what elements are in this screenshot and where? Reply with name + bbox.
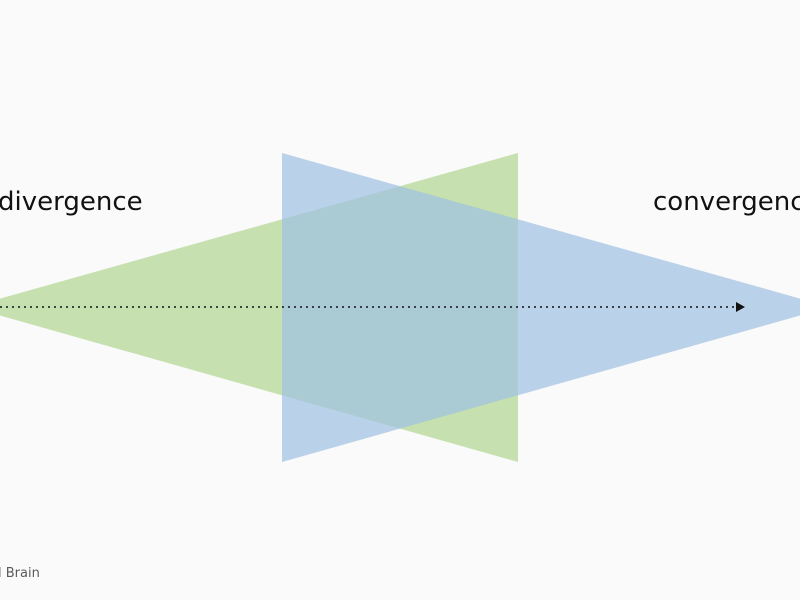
divergence-label: divergence [0, 187, 143, 217]
convergence-label: convergence [653, 187, 800, 217]
footer-brand: l Brain [0, 566, 40, 581]
arrow-right-icon [736, 302, 745, 312]
